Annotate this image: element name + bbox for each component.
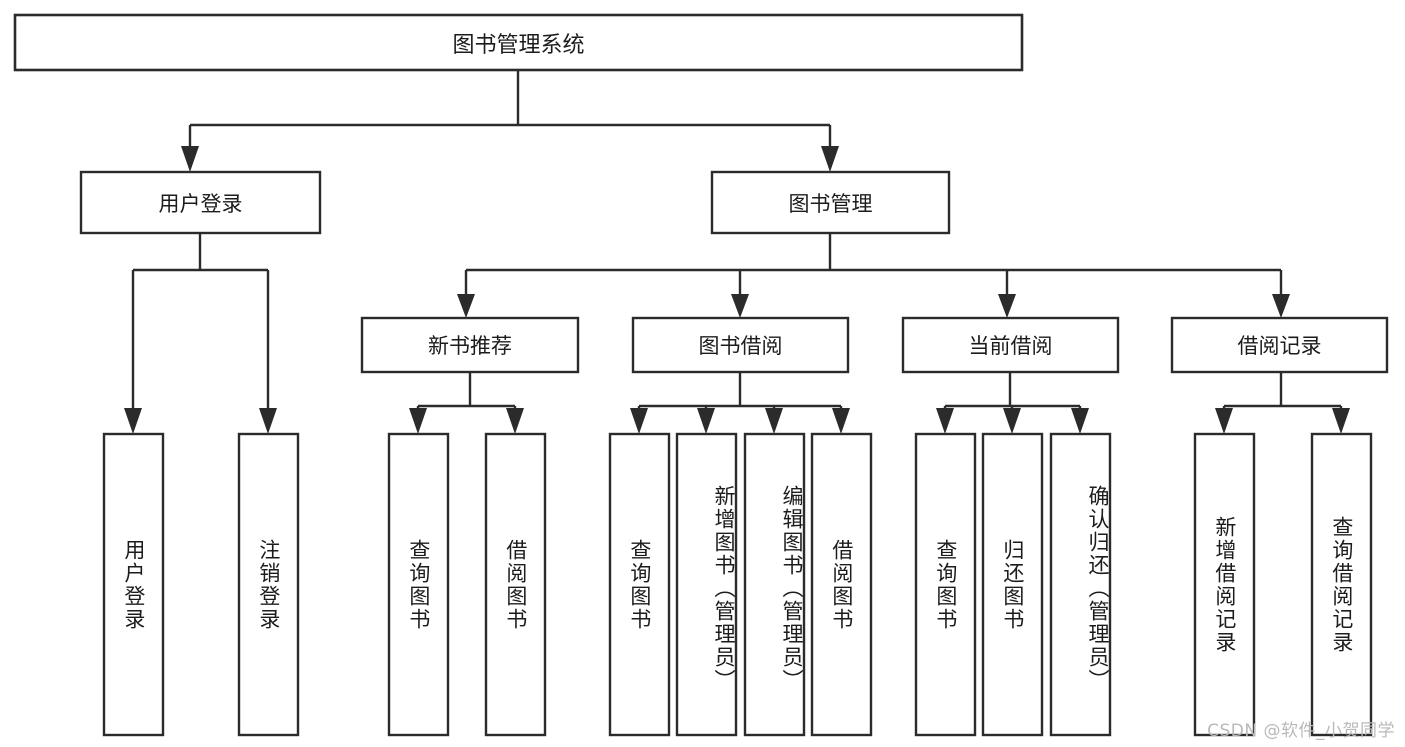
arrowhead-leaf-return-book [1003, 408, 1021, 434]
node-root[interactable] [13, 13, 1024, 72]
node-new-book-recommend[interactable] [360, 316, 580, 374]
arrowhead-borrow-record [1272, 294, 1290, 318]
arrowhead-leaf-add-record [1215, 408, 1233, 434]
node-borrow-record[interactable] [1170, 316, 1389, 374]
node-leaf-query-book-2[interactable] [608, 432, 671, 737]
node-current-borrow[interactable] [901, 316, 1120, 374]
arrowhead-leaf-borrow-book-1 [506, 408, 524, 434]
node-leaf-query-record[interactable] [1310, 432, 1373, 737]
arrowhead-leaf-add-book [697, 408, 715, 434]
node-leaf-user-login[interactable] [102, 432, 165, 737]
arrowhead-bookmanage [821, 146, 839, 172]
edge-group [124, 70, 1350, 434]
arrowhead-leaf-query-book-1 [409, 408, 427, 434]
csdn-watermark: CSDN @软件_小贺同学 [1207, 721, 1395, 741]
node-leaf-add-record[interactable] [1193, 432, 1256, 737]
node-book-borrow[interactable] [631, 316, 850, 374]
node-leaf-query-book-3[interactable] [914, 432, 977, 737]
node-leaf-add-book[interactable] [675, 432, 738, 737]
node-user-login[interactable] [79, 170, 322, 235]
arrowhead-userlogin [181, 146, 199, 172]
node-leaf-borrow-book-1[interactable] [484, 432, 547, 737]
node-leaf-borrow-book-2[interactable] [810, 432, 873, 737]
node-leaf-confirm-return[interactable] [1049, 432, 1112, 737]
node-leaf-edit-book[interactable] [743, 432, 806, 737]
arrowhead-leaf-edit-book [765, 408, 783, 434]
arrowhead-book-borrow [731, 294, 749, 318]
node-book-manage[interactable] [710, 170, 951, 235]
arrowhead-leaf-borrow-book-2 [832, 408, 850, 434]
node-leaf-logout[interactable] [237, 432, 300, 737]
arrowhead-leaf-logout [259, 408, 277, 434]
arrowhead-leaf-query-record [1332, 408, 1350, 434]
arrowhead-leaf-confirm-return [1071, 408, 1089, 434]
arrowhead-new-book-recommend [457, 294, 475, 318]
node-leaf-return-book[interactable] [981, 432, 1044, 737]
node-group [13, 13, 1389, 737]
arrowhead-leaf-query-book-2 [630, 408, 648, 434]
arrowhead-current-borrow [998, 294, 1016, 318]
node-leaf-query-book-1[interactable] [387, 432, 450, 737]
arrowhead-leaf-query-book-3 [936, 408, 954, 434]
arrowhead-leaf-user-login [124, 408, 142, 434]
